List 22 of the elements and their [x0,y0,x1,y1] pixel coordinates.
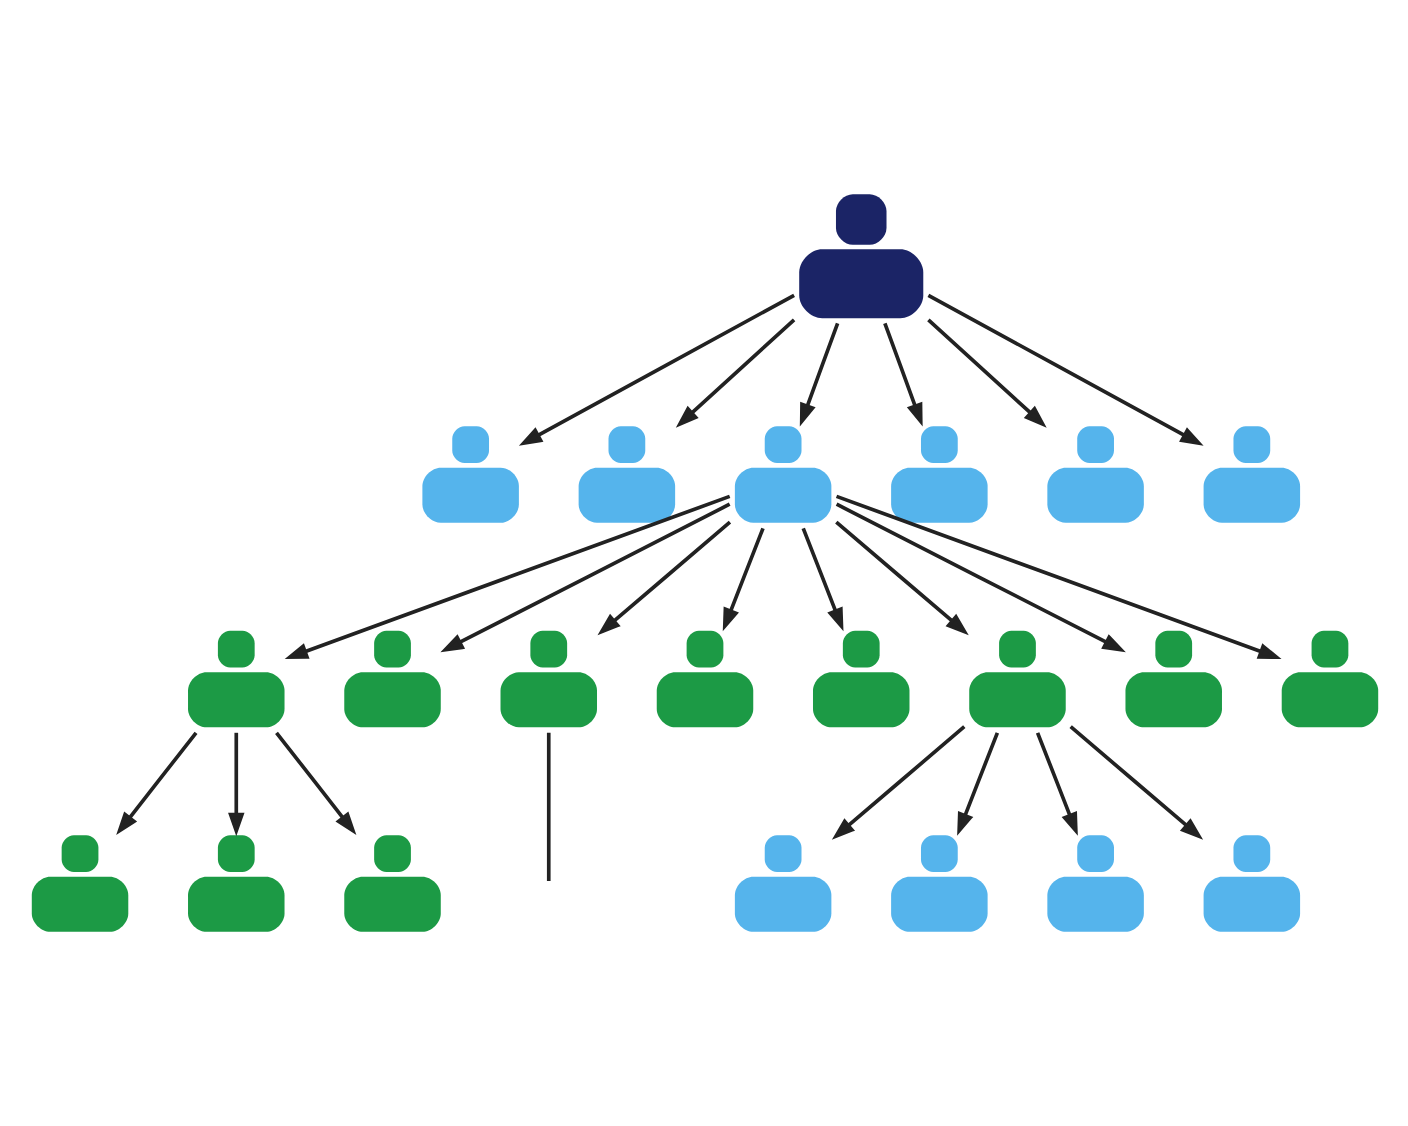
arrow [800,527,843,632]
arrow [830,725,965,840]
arrow [283,494,730,660]
arrow [517,293,794,446]
arrow [227,732,244,837]
arrow [926,293,1203,446]
arrow [834,494,1281,660]
arrow [721,527,764,632]
arrow [926,318,1046,428]
arrow [1068,725,1203,840]
arrow [956,732,999,836]
arrow [1034,732,1077,836]
arrow [115,731,197,835]
arrow [274,731,356,835]
arrow [596,520,731,636]
arrow [882,322,922,427]
arrow [674,318,795,428]
arrow [834,520,968,636]
connector [545,732,550,881]
arrow [798,322,839,427]
arrow [439,502,730,653]
arrow [834,502,1125,653]
